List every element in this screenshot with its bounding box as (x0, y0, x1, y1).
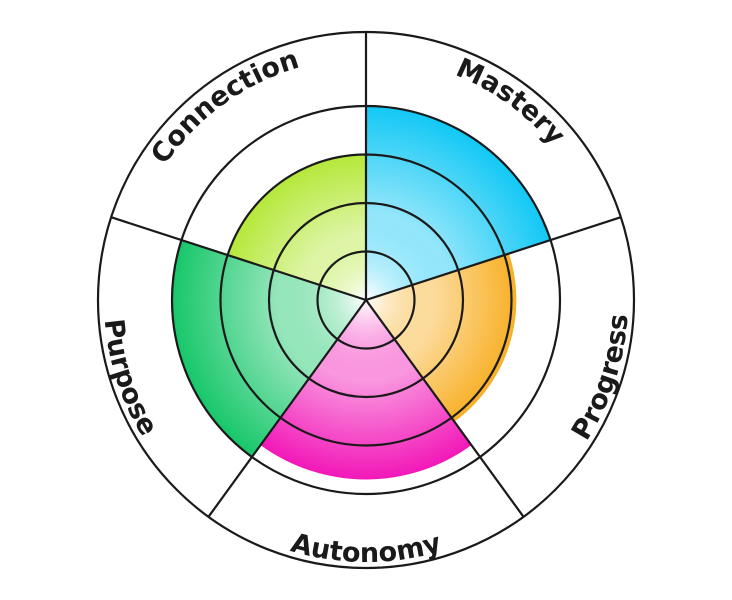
label-purpose: Purpose (98, 317, 164, 441)
wedge-mastery (366, 106, 551, 300)
spoke-3 (365, 299, 525, 518)
spoke-5 (110, 216, 367, 302)
spoke-2 (365, 216, 622, 302)
label-purpose-text: Purpose (98, 317, 164, 441)
label-progress: Progress (566, 313, 635, 446)
label-connection: Connection (145, 44, 302, 170)
label-progress-text: Progress (566, 313, 635, 446)
label-connection-text: Connection (145, 44, 302, 170)
spoke-4 (207, 299, 367, 518)
wedge-progress (366, 253, 517, 422)
spokes-layer (110, 32, 622, 518)
wedge-connection (227, 154, 366, 300)
label-autonomy: Autonomy (288, 527, 445, 569)
label-autonomy-text: Autonomy (288, 527, 445, 569)
